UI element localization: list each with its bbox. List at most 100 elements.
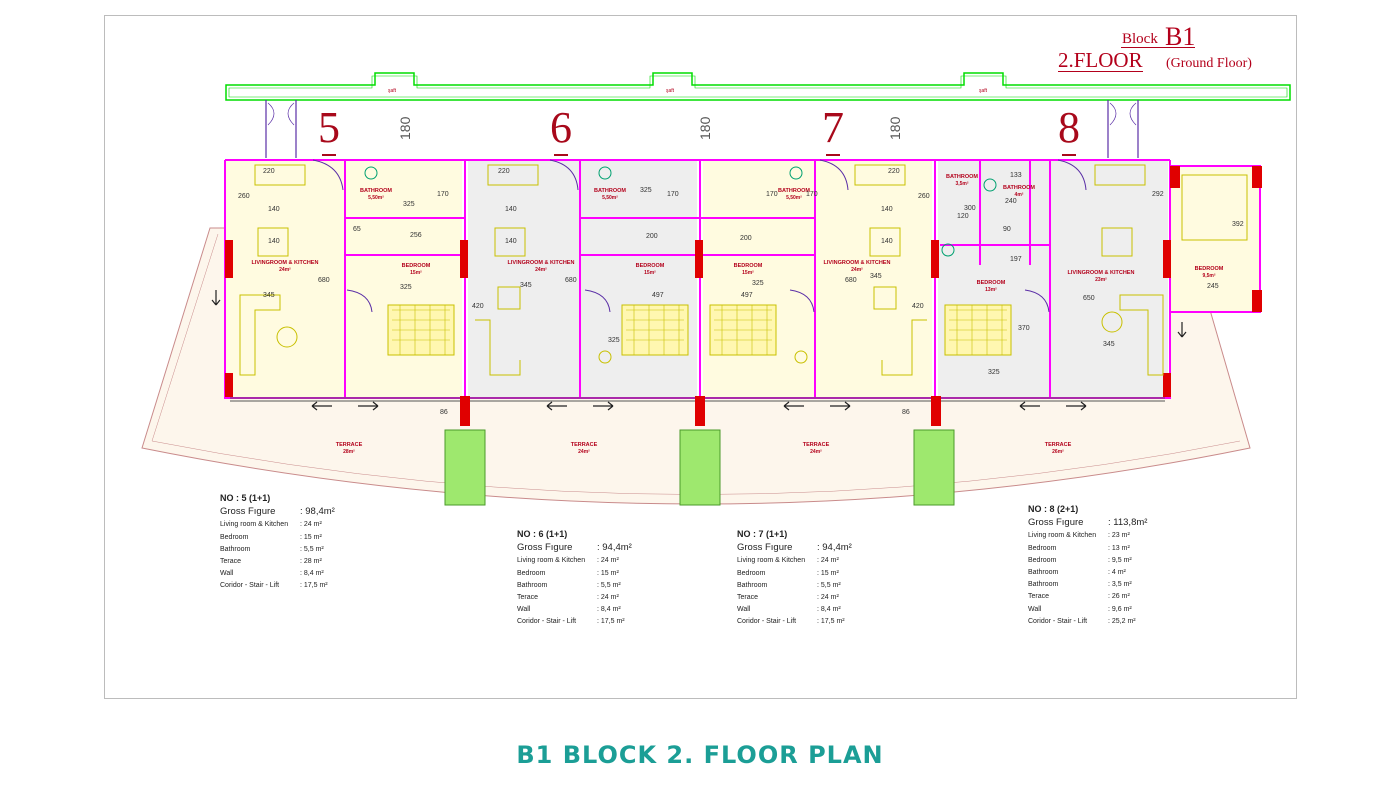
gross-value: : 94,4m² — [817, 542, 852, 554]
u7-bed-area: 15m² — [742, 270, 754, 276]
row-label: Living room & Kitchen — [517, 557, 586, 565]
dim: 245 — [1207, 283, 1219, 290]
page-title: B1 BLOCK 2. FLOOR PLAN — [516, 741, 884, 769]
dim: 497 — [741, 292, 753, 299]
summary-unit-7: NO : 7 (1+1) Gross Fıgure: 94,4m² Living… — [737, 528, 852, 629]
gross-value: : 98,4m² — [300, 506, 335, 518]
row-label: Bathroom — [1028, 581, 1059, 589]
dim: 680 — [565, 277, 577, 284]
u7-terrace-area: 24m² — [810, 449, 822, 455]
u5-terrace-label: TERRACE — [336, 442, 363, 448]
row-label: Wall — [1028, 605, 1042, 613]
gross-value: : 113,8m² — [1108, 517, 1148, 529]
dim: 197 — [1010, 256, 1022, 263]
row-label: Terace — [1028, 593, 1050, 601]
dim: 220 — [888, 168, 900, 175]
row-label: Living room & Kitchen — [220, 521, 289, 529]
corridor-dim-1: 180 — [397, 116, 413, 140]
row-label: Bedroom — [737, 569, 766, 577]
dim: 170 — [766, 191, 778, 198]
dim: 200 — [740, 235, 752, 242]
row-label: Coridor - Stair - Lift — [220, 582, 280, 590]
doors — [312, 159, 1087, 313]
dim: 140 — [268, 238, 280, 245]
row-value: : 5,5 m² — [300, 545, 324, 553]
planter-blocks — [444, 429, 955, 506]
row-value: : 28 m² — [300, 558, 322, 566]
dim: 240 — [1005, 198, 1017, 205]
gross-label: Gross Fıgure — [220, 506, 276, 518]
u5-bed-area: 15m² — [410, 270, 422, 276]
summary-title: NO : 7 (1+1) — [737, 529, 788, 539]
dim: 256 — [410, 232, 422, 239]
row-value: : 5,5 m² — [817, 581, 841, 589]
dim: 65 — [353, 226, 361, 233]
u5-bed-label: BEDROOM — [402, 263, 431, 269]
summary-title: NO : 6 (1+1) — [517, 529, 568, 539]
row-value: : 23 m² — [1108, 532, 1130, 540]
u7-bath-label: BATHROOM — [778, 188, 810, 194]
unit-number-6: 6 — [550, 103, 572, 156]
shaft-label-3: şaft — [979, 88, 988, 94]
floor-plan-drawing: şaft şaft şaft 180 180 180 — [141, 72, 1291, 506]
u5-living-label: LIVINGROOM & KITCHEN — [252, 260, 319, 266]
row-value: : 25,2 m² — [1108, 617, 1136, 625]
bath-fixtures — [364, 166, 997, 257]
dim: 90 — [1003, 226, 1011, 233]
u8-living-area: 23m² — [1095, 277, 1107, 283]
row-value: : 24 m² — [817, 557, 839, 565]
u7-living-area: 24m² — [851, 267, 863, 273]
row-value: : 9,5 m² — [1108, 556, 1132, 564]
corridor — [225, 72, 1291, 101]
dim: 325 — [608, 337, 620, 344]
u8-terrace-area: 26m² — [1052, 449, 1064, 455]
gross-value: : 94,4m² — [597, 542, 632, 554]
row-value: : 24 m² — [597, 557, 619, 565]
dim: 133 — [1010, 172, 1022, 179]
u8-terrace-label: TERRACE — [1045, 442, 1072, 448]
u8-bath2-area: 4m² — [1015, 192, 1024, 198]
row-label: Bathroom — [737, 581, 768, 589]
row-value: : 13 m² — [1108, 544, 1130, 552]
row-label: Bathroom — [220, 545, 251, 553]
gross-label: Gross Fıgure — [1028, 517, 1084, 529]
u6-living-area: 24m² — [535, 267, 547, 273]
u5-living-area: 24m² — [279, 267, 291, 273]
dim: 200 — [646, 233, 658, 240]
dim: 680 — [845, 277, 857, 284]
dim: 325 — [640, 187, 652, 194]
dim: 345 — [520, 282, 532, 289]
living-furniture — [239, 164, 1164, 376]
dim: 260 — [238, 193, 250, 200]
u8-bath2-label: BATHROOM — [1003, 185, 1035, 191]
dim: 170 — [806, 191, 818, 198]
dim: 345 — [870, 273, 882, 280]
u6-bed-area: 15m² — [644, 270, 656, 276]
dim: 170 — [437, 191, 449, 198]
floor-label: 2.FLOOR — [1058, 48, 1143, 72]
row-value: : 15 m² — [817, 569, 839, 577]
dim: 497 — [652, 292, 664, 299]
dim: 140 — [505, 238, 517, 245]
u6-bath-label: BATHROOM — [594, 188, 626, 194]
row-value: : 8,4 m² — [597, 606, 621, 614]
dim: 170 — [667, 191, 679, 198]
summary-title: NO : 8 (2+1) — [1028, 504, 1079, 514]
u6-bed-label: BEDROOM — [636, 263, 665, 269]
row-value: : 9,6 m² — [1108, 605, 1132, 613]
row-label: Wall — [220, 570, 234, 578]
dim: 420 — [472, 303, 484, 310]
u5-bath-label: BATHROOM — [360, 188, 392, 194]
u6-terrace-label: TERRACE — [571, 442, 598, 448]
u5-terrace-area: 28m² — [343, 449, 355, 455]
dim: 300 — [964, 205, 976, 212]
entry-lobbies — [265, 100, 1139, 158]
u8-bed2-area: 9,5m² — [1202, 273, 1215, 279]
row-value: : 3,5 m² — [1108, 581, 1132, 589]
u7-living-label: LIVINGROOM & KITCHEN — [824, 260, 891, 266]
row-value: : 8,4 m² — [300, 570, 324, 578]
dim: 325 — [988, 369, 1000, 376]
u8-bed-area: 13m² — [985, 287, 997, 293]
row-label: Bedroom — [517, 569, 546, 577]
dim: 86 — [902, 409, 910, 416]
